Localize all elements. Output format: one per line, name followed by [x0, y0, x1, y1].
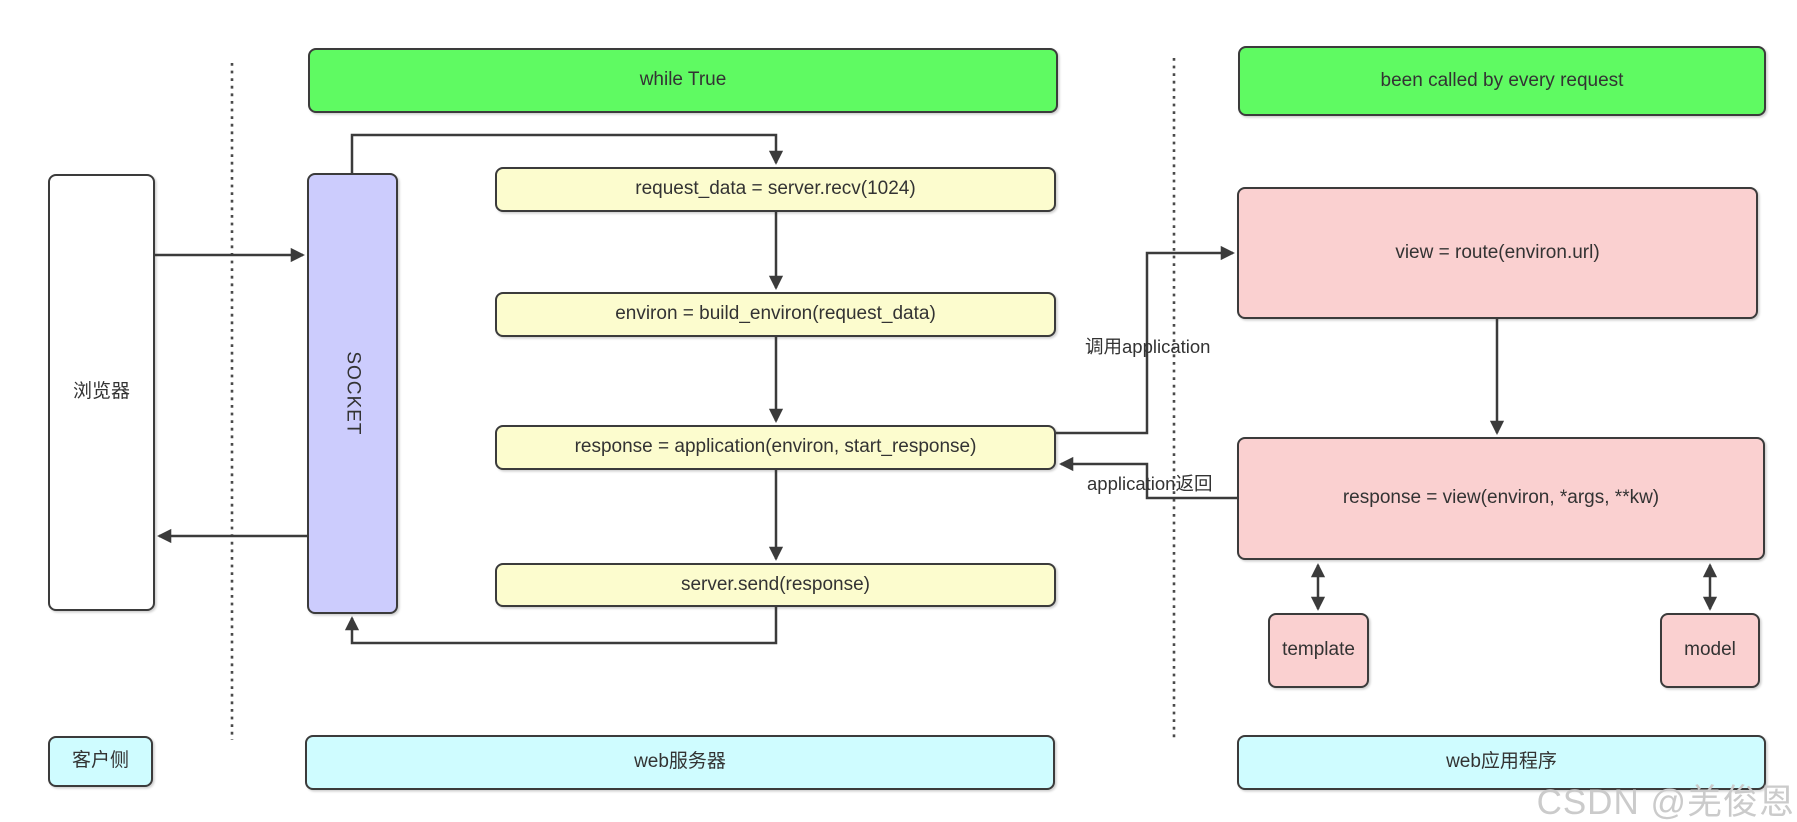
- csdn-watermark: CSDN @羌俊恩: [1536, 783, 1795, 822]
- while-true-banner-label: while True: [639, 69, 727, 91]
- edge-send-back-to-socket-arrow: [344, 607, 778, 645]
- browser-node-label: 浏览器: [72, 381, 130, 403]
- called-every-request-banner-label: been called by every request: [1380, 69, 1624, 91]
- route-node-label: view = route(environ.url): [1395, 241, 1600, 263]
- client-lane-label: 客户侧: [71, 750, 129, 772]
- view-call-node: response = view(environ, *args, **kw): [1237, 437, 1765, 560]
- socket-node-label: SOCKET: [342, 351, 364, 436]
- browser-node: 浏览器: [48, 174, 155, 611]
- model-node-label: model: [1684, 639, 1736, 661]
- recv-step-node: request_data = server.recv(1024): [495, 167, 1056, 212]
- send-response-step-node: server.send(response): [495, 563, 1056, 607]
- called-every-request-banner: been called by every request: [1238, 46, 1766, 116]
- model-node: model: [1660, 613, 1760, 688]
- build-environ-step-label: environ = build_environ(request_data): [615, 303, 936, 325]
- web-server-lane-label: web服务器: [634, 751, 726, 773]
- web-app-lane-label: web应用程序: [1446, 751, 1557, 773]
- view-call-node-label: response = view(environ, *args, **kw): [1342, 487, 1660, 509]
- build-environ-step-node: environ = build_environ(request_data): [495, 292, 1056, 337]
- call-application-edge-label: 调用application: [1085, 336, 1211, 357]
- recv-step-label: request_data = server.recv(1024): [635, 178, 916, 200]
- web-server-lane-label-box: web服务器: [305, 735, 1055, 790]
- route-node: view = route(environ.url): [1237, 187, 1758, 319]
- web-app-lane-label-box: web应用程序: [1237, 735, 1766, 790]
- send-response-step-label: server.send(response): [680, 573, 871, 595]
- socket-node: SOCKET: [307, 173, 398, 614]
- while-true-banner: while True: [308, 48, 1058, 113]
- application-return-edge-label: application返回: [1087, 473, 1213, 494]
- template-node-label: template: [1282, 639, 1355, 661]
- template-node: template: [1268, 613, 1369, 688]
- call-application-step-node: response = application(environ, start_re…: [495, 425, 1056, 470]
- client-lane-label-box: 客户侧: [48, 736, 153, 787]
- call-application-step-label: response = application(environ, start_re…: [574, 436, 977, 458]
